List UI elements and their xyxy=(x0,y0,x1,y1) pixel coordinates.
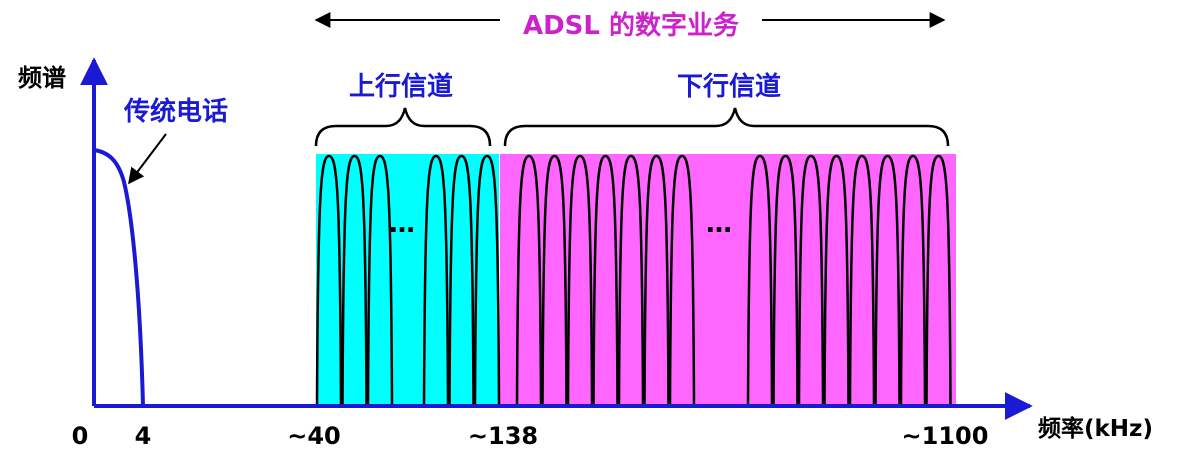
voice-pointer-arrow xyxy=(128,133,167,185)
downstream-subcarrier xyxy=(617,154,645,407)
downstream-brace xyxy=(503,107,950,147)
downstream-ellipsis: … xyxy=(706,209,732,239)
downstream-subcarrier xyxy=(925,154,952,407)
downstream-subcarrier xyxy=(515,154,543,407)
upstream-subcarrier xyxy=(341,154,368,407)
downstream-subcarrier xyxy=(797,154,825,407)
upstream-label: 上行信道 xyxy=(349,71,453,102)
downstream-subcarrier xyxy=(668,154,696,407)
diagram-title: ADSL 的数字业务 xyxy=(523,10,739,41)
downstream-subcarrier xyxy=(566,154,594,407)
tick-label-1100: ~1100 xyxy=(902,422,989,450)
upstream-subcarrier xyxy=(473,154,501,407)
downstream-subcarrier xyxy=(592,154,619,407)
y-axis-label: 频谱 xyxy=(18,64,66,92)
downstream-subcarrier xyxy=(772,154,799,407)
downstream-subcarrier xyxy=(848,154,876,407)
downstream-subcarrier xyxy=(899,154,927,407)
upstream-ellipsis: … xyxy=(389,209,415,239)
downstream-subcarrier xyxy=(746,154,774,407)
downstream-subcarrier xyxy=(643,154,670,407)
downstream-label: 下行信道 xyxy=(677,71,781,102)
upstream-subcarrier xyxy=(366,154,394,407)
voice-curve xyxy=(93,148,145,407)
tick-label-0: 0 xyxy=(72,422,89,450)
tick-label-138: ~138 xyxy=(468,422,538,450)
tick-label-40: ~40 xyxy=(287,422,341,450)
upstream-subcarrier xyxy=(422,154,450,407)
tick-label-4: 4 xyxy=(135,422,152,450)
downstream-subcarrier xyxy=(874,154,901,407)
upstream-subcarrier xyxy=(448,154,475,407)
upstream-subcarrier xyxy=(315,154,343,407)
downstream-subcarrier xyxy=(823,154,850,407)
upstream-brace xyxy=(314,107,492,147)
x-axis-label: 频率(kHz) xyxy=(1038,415,1153,442)
voice-label: 传统电话 xyxy=(123,96,228,127)
downstream-subcarrier xyxy=(541,154,568,407)
subcarrier-group xyxy=(315,154,952,407)
